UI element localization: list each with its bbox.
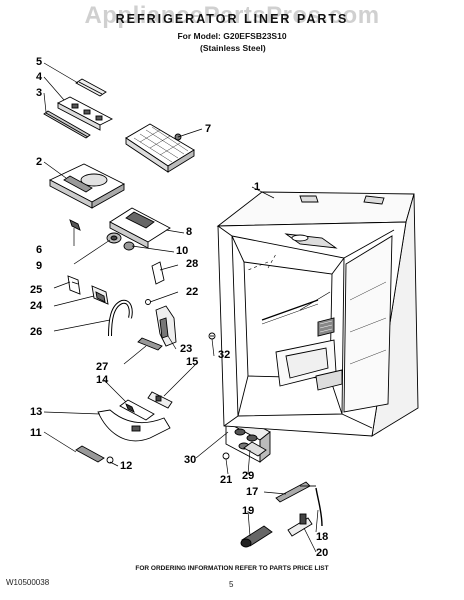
callout-9: 9 (36, 260, 43, 272)
part-32-screw (208, 332, 216, 340)
callout-7: 7 (205, 123, 212, 135)
callout-27: 27 (96, 361, 109, 373)
part-14-cover-latch (119, 399, 155, 421)
part-18-wire-lead (315, 487, 323, 527)
callout-15: 15 (186, 356, 199, 368)
part-7-air-diffuser (125, 123, 195, 173)
callout-2: 2 (36, 156, 43, 168)
part-28-tab (151, 261, 165, 285)
part-1-refrigerator-liner (216, 191, 419, 437)
part-6-clip (69, 219, 81, 231)
part-9-fan-motor (106, 232, 122, 244)
document-number: W10500038 (6, 578, 50, 587)
callout-29: 29 (242, 470, 255, 482)
part-27-drain-channel (137, 337, 163, 351)
callout-18: 18 (316, 531, 329, 543)
callout-24: 24 (30, 300, 43, 312)
ordering-note: FOR ORDERING INFORMATION REFER TO PARTS … (135, 565, 329, 572)
callout-19: 19 (242, 505, 255, 517)
part-19-switch (240, 525, 273, 548)
model-number: For Model: G20EFSB23S10 (177, 31, 287, 41)
callout-32: 32 (218, 349, 231, 361)
callout-30: 30 (184, 454, 197, 466)
finish-label: (Stainless Steel) (200, 43, 266, 53)
callout-8: 8 (186, 226, 193, 238)
part-29-light-lens (243, 441, 267, 457)
callout-5: 5 (36, 56, 43, 68)
callout-14: 14 (96, 374, 109, 386)
part-20-bulb-socket (287, 513, 313, 537)
callout-11: 11 (30, 427, 42, 439)
callout-28: 28 (186, 258, 199, 270)
part-15-cover-support (147, 391, 173, 409)
page-number: 5 (229, 580, 234, 589)
part-22-screw (145, 299, 151, 305)
part-17-led-bar (275, 481, 316, 503)
callout-3: 3 (36, 87, 43, 99)
diagram-title: REFRIGERATOR LINER PARTS (115, 12, 349, 26)
callout-20: 20 (316, 547, 329, 559)
part-13-pan-support (97, 409, 171, 442)
callout-17: 17 (246, 486, 259, 498)
part-21-screw (222, 452, 230, 460)
callout-10: 10 (176, 245, 189, 257)
callout-21: 21 (220, 474, 233, 486)
callout-6: 6 (36, 244, 43, 256)
callout-12: 12 (120, 460, 133, 472)
callout-13: 13 (30, 406, 43, 418)
part-5-light-bar (75, 78, 107, 97)
part-25-thermistor-clip (67, 275, 81, 295)
leader-lines (43, 62, 319, 553)
callout-4: 4 (36, 71, 43, 83)
watermark-text: AppliancePartsPros.com (84, 2, 380, 29)
part-26-drain-tube (108, 299, 133, 337)
part-23-hinge-bracket (155, 305, 177, 347)
part-2-upper-housing (48, 163, 125, 209)
part-12-screw (106, 456, 114, 464)
callout-1: 1 (254, 181, 261, 193)
part-24-damper-block (91, 285, 109, 305)
callout-23: 23 (180, 343, 193, 355)
part-3-thermistor-strip (43, 110, 91, 139)
part-4-control-housing (57, 96, 113, 131)
callout-25: 25 (30, 284, 43, 296)
callout-22: 22 (186, 286, 199, 298)
callout-26: 26 (30, 326, 43, 338)
part-11-trim (75, 445, 105, 463)
part-8-motor-bracket (109, 207, 171, 249)
